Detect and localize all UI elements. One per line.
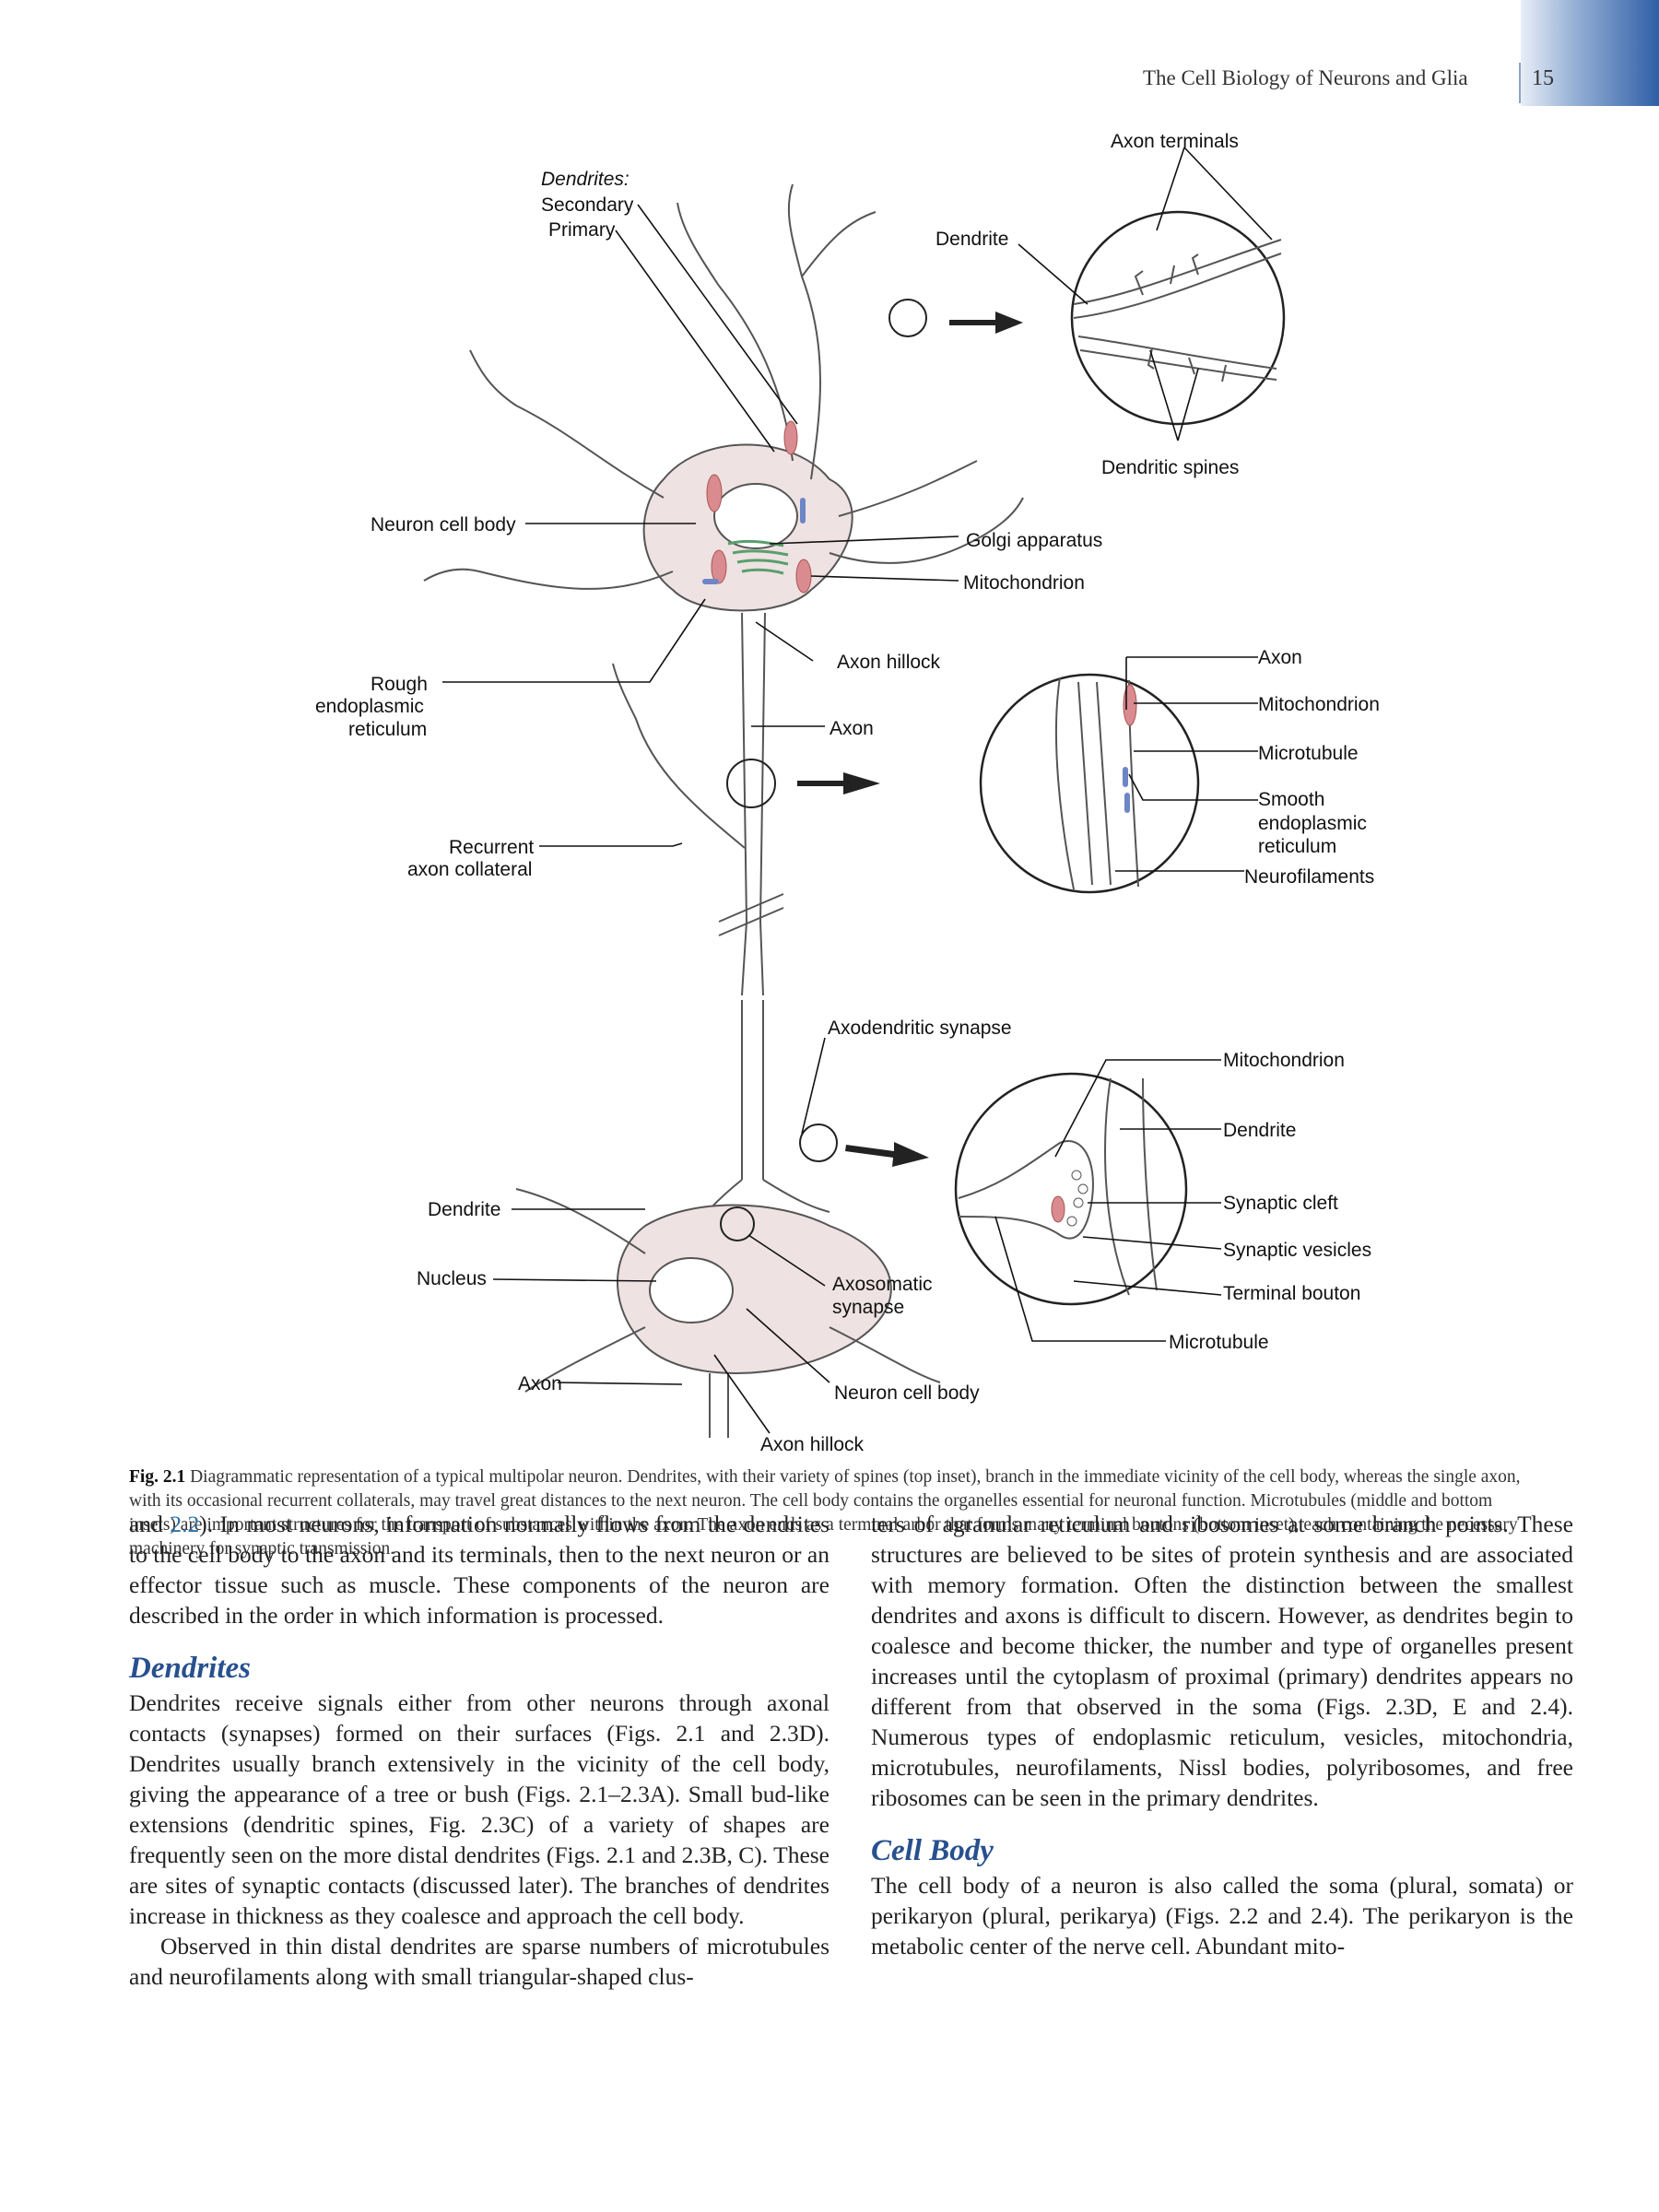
dendrite-branch (787, 183, 877, 480)
neuron-figure: Axon terminals Dendrites: Secondary Prim… (315, 131, 1380, 1455)
label-axosomatic: Axosomatic (832, 1274, 933, 1295)
label-secondary: Secondary (541, 194, 634, 216)
label-axodendritic: Axodendritic synapse (828, 1018, 1012, 1039)
mitochondrion (711, 549, 727, 584)
header-rule (1519, 63, 1521, 103)
lower-nucleus (649, 1257, 734, 1324)
label-mitochondrion-top: Mitochondrion (963, 572, 1085, 594)
label-synaptic-cleft: Synaptic cleft (1223, 1193, 1338, 1214)
page-corner-tab (1521, 0, 1659, 106)
lower-dendrite (515, 1188, 941, 1393)
dendrite-branch (469, 349, 665, 499)
label-axon-mid: Axon (830, 718, 874, 739)
inset-top (1070, 210, 1286, 426)
mitochondrion (706, 474, 723, 512)
inset-bottom-synapse (958, 1077, 1158, 1296)
inset-marker-bottom (799, 1124, 838, 1162)
lower-cell-body (617, 1204, 892, 1374)
paragraph: Dendrites receive signals either from ot… (129, 1689, 830, 1929)
dendrite-branch (838, 460, 978, 517)
label-inset-microtubule: Microtubule (1258, 743, 1359, 764)
upper-nucleus (713, 483, 798, 549)
label-ser: Smooth (1258, 789, 1324, 810)
smooth-er (702, 579, 719, 584)
mitochondrion (783, 420, 798, 455)
leader-lines (442, 147, 1273, 1434)
inset-bottom (954, 1072, 1188, 1306)
label-bottom-microtubule: Microtubule (1169, 1332, 1269, 1353)
section-heading-dendrites: Dendrites (129, 1652, 251, 1685)
lower-axon-stub (709, 1373, 729, 1438)
inset-marker-mid (726, 759, 776, 808)
smooth-er (800, 498, 806, 524)
paragraph: The cell body of a neuron is also called… (871, 1872, 1573, 1959)
page-number: 15 (1532, 66, 1554, 90)
inset-top-dendrites (1073, 239, 1282, 382)
label-bottom-dendrite: Dendrite (1223, 1120, 1296, 1141)
label-recurrent: axon collateral (407, 859, 532, 880)
recurrent-collateral (612, 663, 746, 849)
label-axon-hillock-lower: Axon hillock (760, 1434, 865, 1455)
dendrite-branch (423, 568, 674, 590)
inset-marker-top (888, 299, 927, 337)
figure-caption: Fig. 2.1 Diagrammatic representation of … (129, 1465, 1537, 1561)
synaptic-vesicles (1066, 1170, 1088, 1227)
label-axosomatic: synapse (832, 1297, 904, 1318)
label-synaptic-vesicles: Synaptic vesicles (1223, 1240, 1371, 1261)
inset-mid (979, 673, 1200, 894)
label-ser: endoplasmic (1258, 813, 1367, 834)
arrow (797, 312, 1023, 1167)
lower-axon (681, 1000, 830, 1245)
right-column: ters of agranular reticulum and ribosome… (871, 1509, 1573, 1961)
bouton-mitochondrion (1051, 1195, 1065, 1223)
label-neuron-cell-body: Neuron cell body (371, 514, 516, 535)
dendrite-branch (677, 202, 794, 462)
label-dendrite-top: Dendrite (935, 229, 1008, 250)
inset-mitochondrion (1123, 684, 1137, 726)
label-rough-er: Rough (371, 674, 428, 695)
paragraph: and 2.2). In most neurons, information n… (129, 1511, 830, 1629)
upper-axon (741, 612, 766, 996)
running-head: The Cell Biology of Neurons and Glia (1143, 66, 1468, 89)
label-rough-er: reticulum (348, 719, 427, 740)
label-dendritic-spines: Dendritic spines (1101, 457, 1239, 478)
label-axon-hillock: Axon hillock (837, 652, 941, 673)
label-inset-mitochondrion: Mitochondrion (1258, 694, 1380, 715)
label-inset-axon: Axon (1258, 647, 1302, 668)
label-recurrent: Recurrent (449, 837, 534, 858)
axon-break (718, 893, 784, 936)
caption-text: Diagrammatic representation of a typical… (129, 1467, 1521, 1559)
label-terminal-bouton: Terminal bouton (1223, 1283, 1360, 1304)
label-bottom-mitochondrion: Mitochondrion (1223, 1050, 1345, 1071)
paragraph: ters of agranular reticulum and ribosome… (871, 1511, 1573, 1811)
label-nucleus: Nucleus (417, 1268, 487, 1289)
golgi-apparatus (727, 539, 789, 575)
label-golgi: Golgi apparatus (966, 530, 1102, 551)
paragraph: Observed in thin distal dendrites are sp… (129, 1933, 830, 1990)
dendrite-branch (829, 497, 1024, 564)
label-rough-er: endoplasmic (315, 696, 424, 717)
caption-label: Fig. 2.1 (129, 1467, 186, 1487)
section-heading-cell-body: Cell Body (871, 1834, 994, 1867)
label-neuron-cell-body-lower: Neuron cell body (834, 1382, 980, 1404)
mitochondrion (795, 559, 812, 594)
label-dendrites-heading: Dendrites: (541, 169, 629, 190)
label-axon-lower: Axon (518, 1373, 562, 1394)
inset-marker-axosomatic (720, 1206, 755, 1241)
label-ser: reticulum (1258, 836, 1336, 857)
left-column: and 2.2). In most neurons, information n… (129, 1509, 830, 1992)
label-primary: Primary (548, 219, 616, 241)
label-neurofilaments: Neurofilaments (1244, 866, 1374, 888)
inset-ser (1123, 767, 1128, 787)
figure-link[interactable]: 2.2 (170, 1511, 200, 1537)
label-axon-terminals: Axon terminals (1111, 131, 1239, 152)
label-dendrite-lower: Dendrite (428, 1199, 500, 1220)
inset-ser (1124, 793, 1130, 813)
